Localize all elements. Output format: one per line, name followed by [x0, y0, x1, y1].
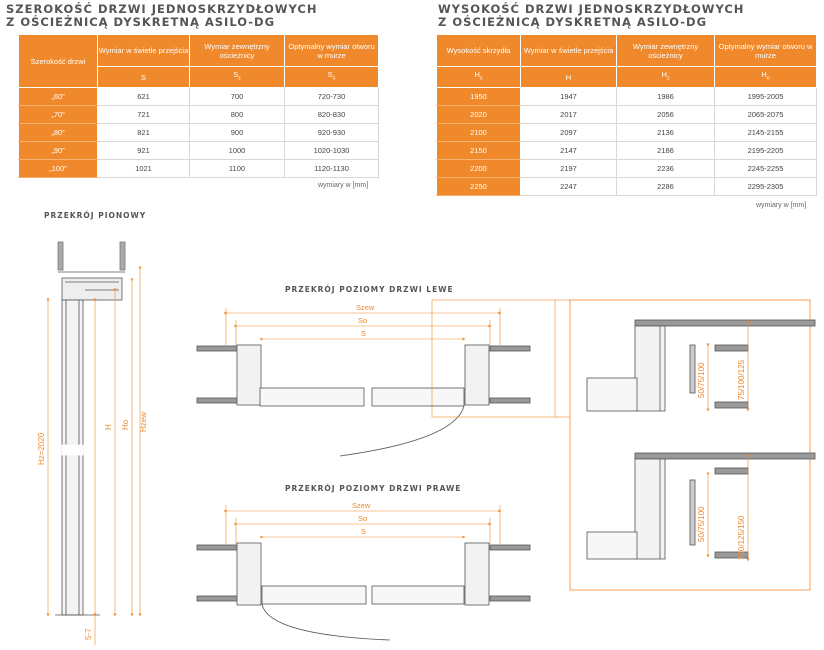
vertical-dimensions [46, 266, 142, 645]
dim-h: H [104, 424, 113, 430]
table-cell: 2020 [436, 105, 521, 124]
detail-bottom-dim-1: 50/75/100 [697, 506, 706, 542]
dim-right-so: So [358, 514, 367, 523]
detail-top [586, 319, 816, 412]
symbol-ho: Ho [714, 66, 817, 88]
detail-top-dim-1: 50/75/100 [697, 362, 706, 398]
dim-hz: Hz=2020 [37, 432, 46, 465]
dim-gap: 5-7 [84, 628, 93, 640]
left-title-line1: SZEROKOŚĆ DRZWI JEDNOSKRZYDŁOWYCH [6, 2, 318, 16]
wall-height-header: Optymalny wymiar otworu w murze [714, 34, 817, 67]
horizontal-right-title: PRZEKRÓJ POZIOMY DRZWI PRAWE [285, 484, 461, 493]
leaf-height-header: Wysokość skrzydła [436, 34, 521, 67]
table-cell: 2236 [616, 159, 715, 178]
table-cell: 921 [97, 141, 190, 160]
table-cell: 2286 [616, 177, 715, 196]
vertical-section-title: PRZEKRÓJ PIONOWY [44, 211, 146, 220]
detail-bottom-dim-2: 100/125/150 [737, 515, 746, 560]
table-cell: 700 [189, 87, 285, 106]
horizontal-right-dims [224, 505, 502, 544]
dim-left-szew: Szew [356, 303, 375, 312]
symbol-s: S [97, 66, 190, 88]
table-cell: 2150 [436, 141, 521, 160]
table-cell: 2250 [436, 177, 521, 196]
detail-box [569, 299, 811, 591]
right-title-line2: Z OŚCIEŻNICĄ DYSKRETNĄ ASILO-DG [438, 15, 708, 29]
left-title-line2: Z OŚCIEŻNICĄ DYSKRETNĄ ASILO-DG [6, 15, 276, 29]
left-table-title: SZEROKOŚĆ DRZWI JEDNOSKRZYDŁOWYCH Z OŚCI… [6, 3, 317, 29]
height-table: Wysokość skrzydła Wymiar w świetle przej… [436, 34, 817, 196]
width-table: Szerokość drzwi Wymiar w świetle przejśc… [18, 34, 379, 178]
horizontal-right-section [196, 542, 531, 641]
table-cell: 2017 [520, 105, 617, 124]
dim-ho: Ho [121, 419, 130, 430]
dim-right-s: S [361, 527, 366, 536]
table-cell: 2195-2205 [714, 141, 817, 160]
table-cell: 2056 [616, 105, 715, 124]
vertical-section [55, 241, 126, 616]
table-cell: 820-830 [284, 105, 379, 124]
table-cell: 1020-1030 [284, 141, 379, 160]
symbol-hz: Hz [616, 66, 715, 88]
table-cell: 1120-1130 [284, 159, 379, 178]
detail-top-dim-2: 75/100/125 [737, 359, 746, 400]
table-cell: 2065-2075 [714, 105, 817, 124]
left-units: wymiary w [mm] [318, 182, 369, 189]
table-cell: 1021 [97, 159, 190, 178]
dim-hzew: Hzew [139, 412, 148, 432]
table-cell: 2197 [520, 159, 617, 178]
table-cell: 1000 [189, 141, 285, 160]
table-cell: 1995-2005 [714, 87, 817, 106]
table-cell: „70” [18, 105, 98, 124]
table-cell: 720-730 [284, 87, 379, 106]
table-cell: „60” [18, 87, 98, 106]
table-cell: 920-930 [284, 123, 379, 142]
table-cell: „90” [18, 141, 98, 160]
horizontal-left-section [196, 344, 531, 457]
clear-opening-header: Wymiar w świetle przejścia [97, 34, 190, 67]
clear-height-header: Wymiar w świetle przejścia [520, 34, 617, 67]
width-col-header: Szerokość drzwi [18, 34, 98, 88]
horizontal-left-dims [224, 299, 570, 418]
dim-left-s: S [361, 329, 366, 338]
table-cell: 2100 [436, 123, 521, 142]
detail-bottom [586, 452, 816, 560]
table-cell: 1950 [436, 87, 521, 106]
table-cell: 621 [97, 87, 190, 106]
right-table-title: WYSOKOŚĆ DRZWI JEDNOSKRZYDŁOWYCH Z OŚCIE… [438, 3, 744, 29]
dim-right-szew: Szew [352, 501, 371, 510]
frame-height-header: Wymiar zewnętrzny ościeżnicy [616, 34, 715, 67]
table-cell: 1986 [616, 87, 715, 106]
dim-left-so: So [358, 316, 367, 325]
table-cell: 2295-2305 [714, 177, 817, 196]
table-cell: 1100 [189, 159, 285, 178]
horizontal-left-title: PRZEKRÓJ POZIOMY DRZWI LEWE [285, 285, 454, 294]
right-units: wymiary w [mm] [756, 202, 807, 209]
frame-outer-header: Wymiar zewnętrzny ościeżnicy [189, 34, 285, 67]
right-title-line1: WYSOKOŚĆ DRZWI JEDNOSKRZYDŁOWYCH [438, 2, 745, 16]
table-cell: 2247 [520, 177, 617, 196]
table-cell: 2136 [616, 123, 715, 142]
table-cell: „80” [18, 123, 98, 142]
table-cell: 2186 [616, 141, 715, 160]
symbol-sz: Sz [189, 66, 285, 88]
table-cell: 2145-2155 [714, 123, 817, 142]
symbol-h: H [520, 66, 617, 88]
